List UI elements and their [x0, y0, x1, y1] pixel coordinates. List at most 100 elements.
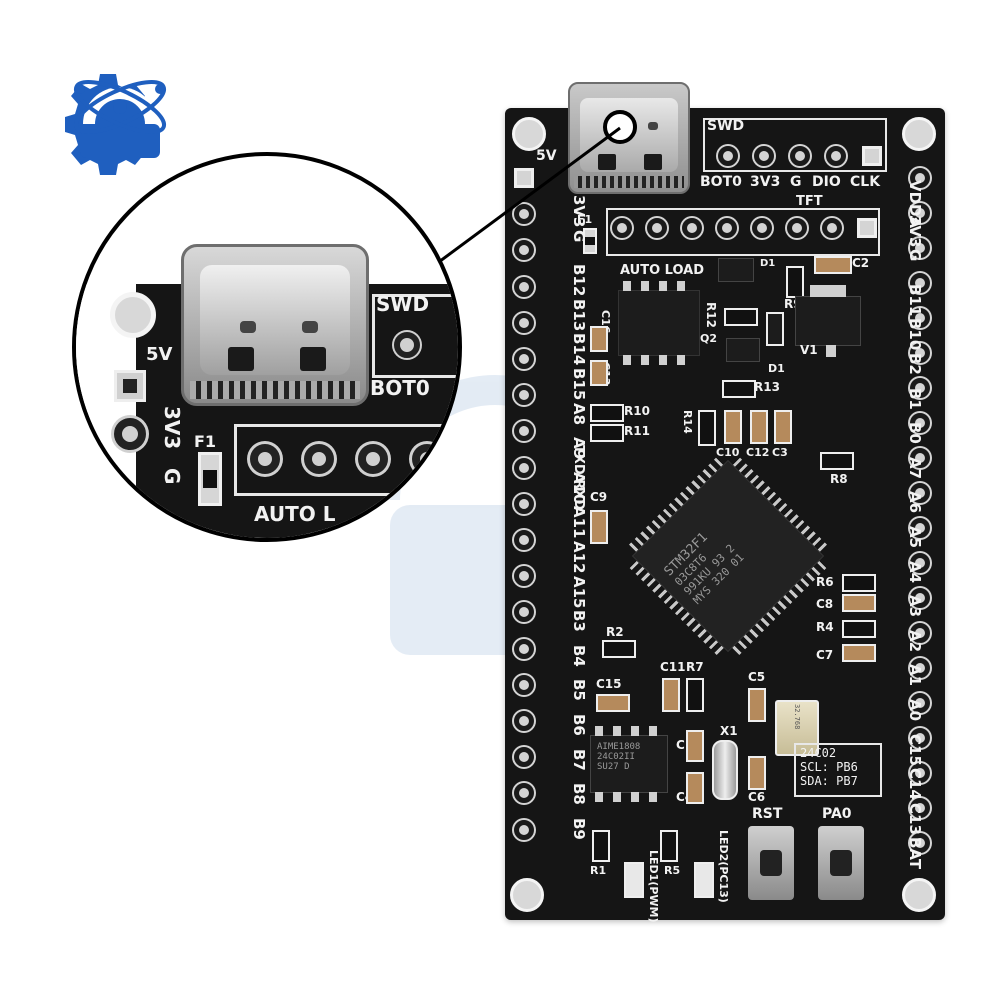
transistor-q2 [726, 338, 760, 362]
label-r11: R11 [624, 424, 650, 438]
round-pad [910, 728, 930, 748]
zoom-tft-pad [304, 444, 334, 474]
zoom-3v3-label: 3V3 [160, 406, 184, 450]
zoom-square-pad [114, 370, 146, 402]
zoom-bot0-label: BOT0 [370, 376, 430, 400]
label-c5: C5 [748, 670, 766, 684]
label-q2: Q2 [700, 332, 718, 345]
round-pad [910, 658, 930, 678]
callout-dot [603, 110, 637, 144]
cap-c12 [750, 410, 768, 444]
cap-c11 [662, 678, 680, 712]
zoom-auto-label: AUTO L [254, 502, 336, 526]
mounting-hole [512, 117, 546, 151]
eeprom-info-box: 24C02 SCL: PB6 SDA: PB7 [794, 743, 882, 797]
round-pad [514, 783, 534, 804]
round-pad [787, 218, 807, 238]
round-pad [910, 763, 930, 783]
label-r2: R2 [606, 625, 624, 639]
crystal-x1 [712, 740, 738, 800]
label-r6: R6 [816, 575, 834, 589]
cap-c1 [686, 730, 704, 762]
swd-header [703, 118, 887, 172]
cap-c3 [774, 410, 792, 444]
label-d1: D1 [760, 258, 776, 269]
label-v1: V1 [800, 343, 818, 357]
resistor-r11 [590, 424, 624, 442]
left-pin-header [514, 168, 536, 868]
round-pad [910, 693, 930, 713]
zoom-round-pad [114, 418, 146, 450]
zoom-inset: SWD 5V BOT0 3V3 G F1 AUTO L [72, 152, 462, 542]
label-c10: C10 [716, 446, 740, 459]
resistor-r12 [724, 308, 758, 326]
cap-c4 [686, 772, 704, 804]
mounting-hole [902, 878, 936, 912]
tft-pins [612, 218, 877, 240]
label-r5: R5 [664, 864, 681, 877]
resistor-r5 [660, 830, 678, 862]
mounting-hole [902, 117, 936, 151]
label-c9: C9 [590, 490, 608, 504]
round-pad [754, 146, 774, 166]
zoom-swd-box [372, 294, 458, 378]
round-pad [910, 798, 930, 818]
label-c11: C11 [660, 660, 686, 674]
eeprom-chip: AIME1808 24C02II SU27 D [590, 726, 668, 802]
round-pad [514, 530, 534, 550]
zoom-tft-pad [250, 444, 280, 474]
round-pad [514, 638, 534, 659]
diode-d1 [718, 258, 754, 282]
zoom-usb-c [181, 244, 369, 406]
round-pad [514, 493, 534, 514]
round-pad [717, 218, 737, 238]
round-pad [647, 218, 667, 238]
round-pad [910, 833, 930, 853]
round-pad [514, 204, 534, 225]
round-pad [910, 483, 930, 503]
pa0-button[interactable] [818, 826, 864, 900]
resistor-r7 [686, 678, 704, 712]
round-pad [514, 566, 534, 587]
round-pad [514, 312, 534, 333]
round-pad [910, 238, 930, 258]
cap-c7 [842, 644, 876, 662]
resistor-r1 [592, 830, 610, 862]
round-pad [752, 218, 772, 238]
resistor-r14 [698, 410, 716, 446]
led-pc13 [694, 862, 714, 898]
zoom-swd-label: SWD [376, 292, 430, 316]
cap-c16 [590, 326, 608, 352]
voltage-regulator-v1 [795, 285, 861, 357]
swd-pins [718, 146, 882, 168]
label-c15: C15 [596, 677, 622, 691]
zoom-fuse [198, 452, 222, 506]
zoom-tft-pad [358, 444, 388, 474]
label-c3: C3 [772, 446, 788, 459]
resistor-r4 [842, 620, 876, 638]
round-pad [910, 378, 930, 398]
round-pad [910, 308, 930, 328]
square-pad [862, 146, 882, 166]
round-pad [910, 623, 930, 643]
round-pad [514, 385, 534, 406]
resistor-r10 [590, 404, 624, 422]
round-pad [910, 343, 930, 363]
label-r7: R7 [686, 660, 704, 674]
zoom-tft-box [234, 424, 458, 496]
zoom-g-label: G [160, 468, 184, 485]
cap-c6 [748, 756, 766, 790]
cap-c8 [842, 594, 876, 612]
cap-c10 [724, 410, 742, 444]
label-r8: R8 [830, 472, 848, 486]
round-pad [910, 413, 930, 433]
round-pad [910, 553, 930, 573]
rtc-crystal: 32.768 [775, 700, 819, 756]
reset-button[interactable] [748, 826, 794, 900]
round-pad [514, 276, 534, 297]
round-pad [514, 674, 534, 695]
round-pad [826, 146, 846, 166]
label-c12: C12 [746, 446, 770, 459]
resistor-r8 [820, 452, 854, 470]
round-pad [514, 349, 534, 369]
